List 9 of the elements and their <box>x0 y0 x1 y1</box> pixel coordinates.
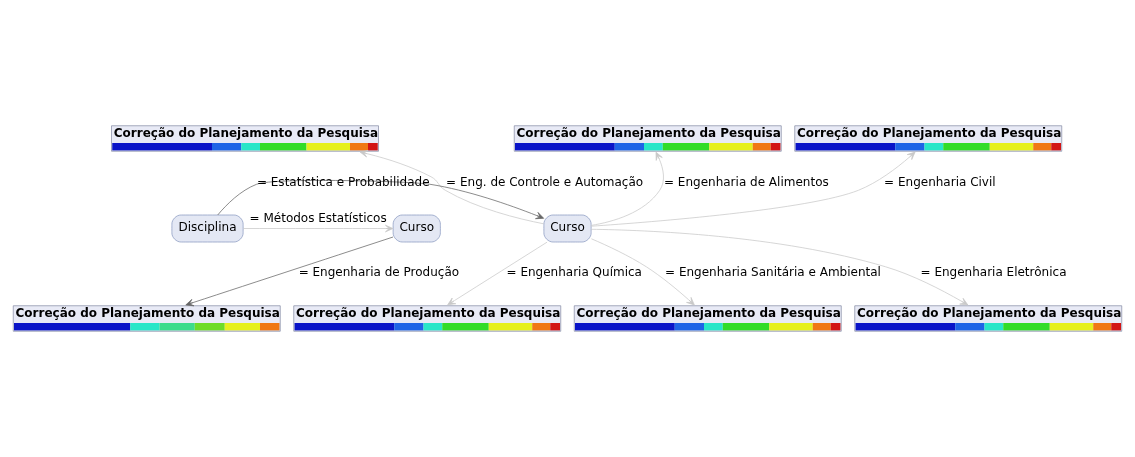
edge-label: = Métodos Estatísticos <box>249 211 387 226</box>
edge-label: = Engenharia Civil <box>884 175 996 190</box>
edge-label: = Engenharia Química <box>506 265 642 280</box>
edge-label: = Engenharia Sanitária e Ambiental <box>665 265 881 280</box>
edge-label: = Engenharia de Alimentos <box>664 175 829 190</box>
edge-label: = Engenharia Eletrônica <box>920 265 1067 280</box>
edge-label: = Estatística e Probabilidade <box>256 175 430 190</box>
edge-label: = Eng. de Controle e Automação <box>446 175 644 190</box>
edge-label: = Engenharia de Produção <box>298 265 460 280</box>
